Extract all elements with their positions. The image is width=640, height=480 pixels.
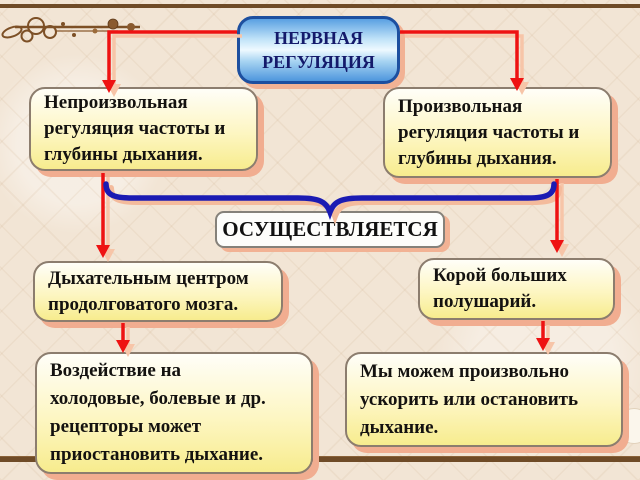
bottom-frame-line — [0, 456, 640, 462]
text-line: полушарий. — [433, 291, 537, 312]
text-line: дыхание. — [360, 416, 439, 438]
text-line: регуляция частоты и — [44, 118, 226, 139]
text-line: Корой больших — [433, 265, 567, 286]
title-box: НЕРВНАЯ РЕГУЛЯЦИЯ — [237, 16, 400, 84]
voluntary-control-box: Мы можем произвольно ускорить или остано… — [345, 352, 623, 447]
text-line: Дыхательным центром — [48, 267, 249, 289]
top-frame-line — [0, 4, 640, 8]
text-line: холодовые, болевые и др. — [50, 388, 266, 409]
text-line: рецепторы может — [50, 416, 202, 437]
text-line: ускорить или остановить — [360, 388, 579, 410]
respiratory-center-box: Дыхательным центром продолговатого мозга… — [33, 261, 283, 322]
flourish-ornament-icon — [1, 17, 140, 43]
carried-out-text: ОСУЩЕСТВЛЯЕТСЯ — [222, 217, 438, 241]
curly-brace — [103, 181, 557, 221]
carried-out-label-box: ОСУЩЕСТВЛЯЕТСЯ — [215, 211, 445, 248]
text-line: продолговатого мозга. — [48, 293, 239, 315]
cortex-box: Корой больших полушарий. — [418, 258, 615, 320]
text-line: Непроизвольная — [44, 92, 188, 113]
text-line: регуляция частоты и — [398, 121, 580, 143]
involuntary-regulation-box: Непроизвольная регуляция частоты и глуби… — [29, 87, 258, 171]
text-line: Произвольная — [398, 95, 523, 117]
text-line: Воздействие на — [50, 360, 182, 381]
text-line: глубины дыхания. — [44, 144, 203, 165]
text-line: глубины дыхания. — [398, 147, 557, 169]
title-line: НЕРВНАЯ — [273, 28, 363, 48]
arrow-title-to-voluntary — [400, 30, 519, 79]
title-line: РЕГУЛЯЦИЯ — [262, 52, 375, 72]
receptor-effect-box: Воздействие на холодовые, болевые и др. … — [35, 352, 313, 474]
text-line: Мы можем произвольно — [360, 360, 570, 382]
text-line: приостановить дыхание. — [50, 444, 264, 465]
voluntary-regulation-box: Произвольная регуляция частоты и глубины… — [383, 87, 612, 178]
